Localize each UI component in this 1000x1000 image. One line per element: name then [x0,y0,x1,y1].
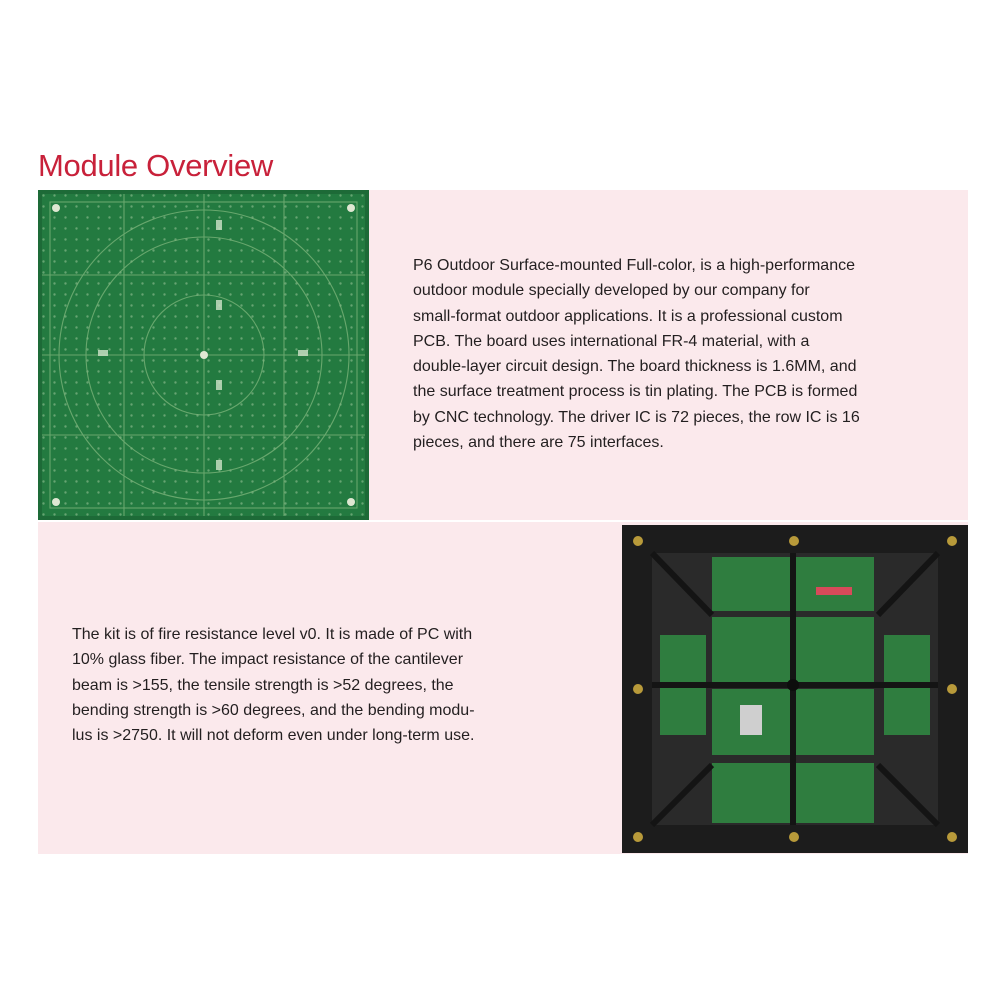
text-line: bending strength is >60 degrees, and the… [72,701,475,719]
pcb-description: P6 Outdoor Surface-mounted Full-color, i… [413,253,933,455]
kit-description: The kit is of fire resistance level v0. … [72,622,592,748]
text-line: lus is >2750. It will not deform even un… [72,727,475,745]
text-line: the surface treatment process is tin pla… [413,383,858,401]
page-title: Module Overview [38,148,273,183]
text-line: beam is >155, the tensile strength is >5… [72,676,454,694]
text-line: PCB. The board uses international FR-4 m… [413,332,810,350]
text-line: The kit is of fire resistance level v0. … [72,626,473,643]
pcb-board-image [38,190,369,520]
led-module-kit-image [622,525,968,853]
text-line: by CNC technology. The driver IC is 72 p… [413,408,860,426]
text-line: outdoor module specially developed by ou… [413,282,810,300]
text-line: double-layer circuit design. The board t… [413,358,857,376]
text-line: small-format outdoor applications. It is… [413,307,843,325]
text-line: P6 Outdoor Surface-mounted Full-color, i… [413,257,855,274]
text-line: pieces, and there are 75 interfaces. [413,434,664,452]
text-line: 10% glass fiber. The impact resistance o… [72,651,464,669]
